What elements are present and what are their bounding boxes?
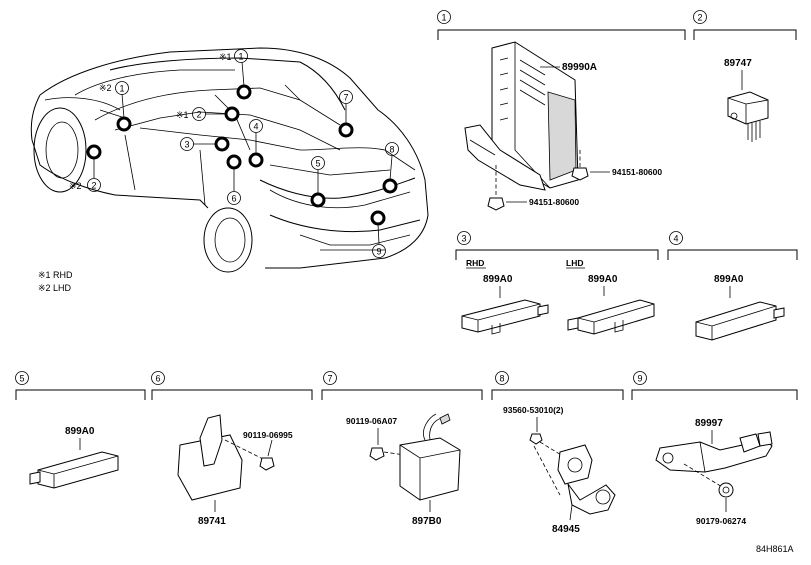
group-3: 3 RHD LHD 899A0 899A0 xyxy=(455,231,659,335)
group-1-number: 1 xyxy=(441,13,446,23)
callout-1-left: 1 xyxy=(115,81,129,95)
svg-text:8: 8 xyxy=(389,145,394,155)
part-899A0-g4: 899A0 xyxy=(714,274,744,285)
group-8-number: 8 xyxy=(499,374,504,384)
group-5-number: 5 xyxy=(19,374,24,384)
group-4-number: 4 xyxy=(673,234,678,244)
screw-93560-53010: 93560-53010(2) xyxy=(503,405,564,415)
car-illustration xyxy=(30,47,429,273)
callout-3: 3 xyxy=(180,137,194,151)
svg-text:2: 2 xyxy=(91,181,96,191)
callout-2-mid: 2 xyxy=(192,107,206,121)
svg-text:9: 9 xyxy=(376,247,381,257)
callout-6: 6 xyxy=(227,191,241,205)
group-5: 5 899A0 xyxy=(15,371,146,489)
group-9-number: 9 xyxy=(637,374,642,384)
svg-text:3: 3 xyxy=(184,140,189,150)
part-899A0-g5: 899A0 xyxy=(65,426,95,437)
callout-1-top: 1 xyxy=(234,49,248,63)
mark-lhd-left: ※2 xyxy=(99,83,112,93)
mark-rhd-mid: ※1 xyxy=(176,110,189,120)
part-84945: 84945 xyxy=(552,524,580,535)
diagram-ref-code: 84H861A xyxy=(756,544,794,554)
group-6: 6 90119-06995 89741 xyxy=(151,371,313,527)
part-89741: 89741 xyxy=(198,516,226,527)
bolt-90119-06A07: 90119-06A07 xyxy=(346,416,397,426)
car-callouts: 1 1 2 2 3 4 5 6 7 8 9 ※1 ※2 ※1 ※2 xyxy=(69,49,399,258)
group-6-number: 6 xyxy=(155,374,160,384)
callout-4: 4 xyxy=(249,119,263,133)
group-7-number: 7 xyxy=(327,374,332,384)
svg-text:4: 4 xyxy=(253,122,258,132)
part-89997: 89997 xyxy=(695,418,723,429)
bolt-94151-80600-top: 94151-80600 xyxy=(612,167,662,177)
bolt-94151-80600-bottom: 94151-80600 xyxy=(529,197,579,207)
part-899A0-lhd: 899A0 xyxy=(588,274,618,285)
callout-9: 9 xyxy=(372,244,386,258)
svg-text:7: 7 xyxy=(343,93,348,103)
mark-rhd-top: ※1 xyxy=(219,52,232,62)
callout-5: 5 xyxy=(311,156,325,170)
group-2-number: 2 xyxy=(697,13,702,23)
note-lhd: ※2 LHD xyxy=(38,283,72,293)
group-2: 2 89747 xyxy=(693,10,797,142)
group-7: 7 90119-06A07 897B0 xyxy=(321,371,483,527)
svg-text:1: 1 xyxy=(119,84,124,94)
group-4: 4 899A0 xyxy=(667,231,798,341)
group-9: 9 89997 90179-06274 xyxy=(631,371,798,526)
part-899A0-rhd: 899A0 xyxy=(483,274,513,285)
bolt-90119-06995: 90119-06995 xyxy=(243,430,293,440)
part-897B0: 897B0 xyxy=(412,516,442,527)
bolt-90179-06274: 90179-06274 xyxy=(696,516,746,526)
mark-lhd-bottom: ※2 xyxy=(69,181,82,191)
part-89990A: 89990A xyxy=(562,62,597,73)
part-89747: 89747 xyxy=(724,58,752,69)
svg-text:1: 1 xyxy=(238,52,243,62)
svg-text:5: 5 xyxy=(315,159,320,169)
group-3-number: 3 xyxy=(461,234,466,244)
callout-7: 7 xyxy=(339,90,353,104)
group-8: 8 93560-53010(2) 84945 xyxy=(491,371,624,535)
svg-text:6: 6 xyxy=(231,194,236,204)
svg-text:2: 2 xyxy=(196,110,201,120)
callout-2-left: 2 xyxy=(87,178,101,192)
group-1: 1 89990A 94151-80600 94151-80600 xyxy=(437,10,686,211)
callout-8: 8 xyxy=(385,142,399,156)
note-rhd: ※1 RHD xyxy=(38,270,73,280)
label-lhd: LHD xyxy=(566,258,583,268)
label-rhd: RHD xyxy=(466,258,484,268)
